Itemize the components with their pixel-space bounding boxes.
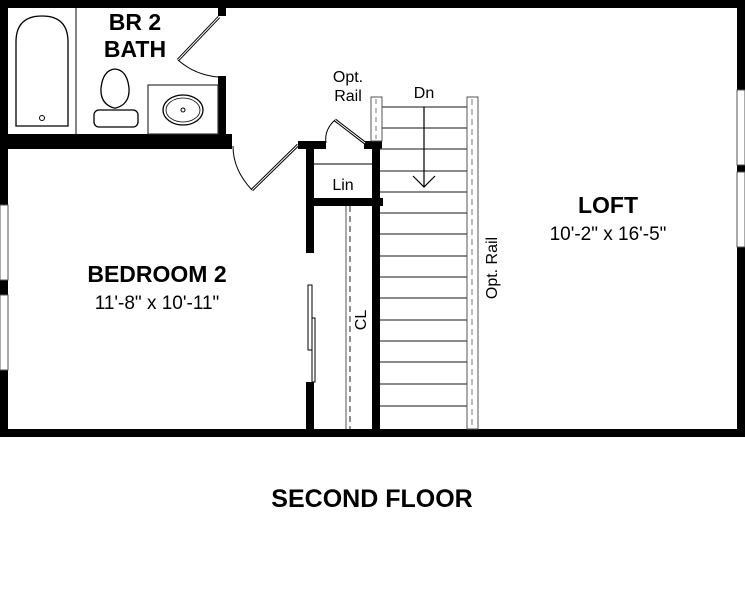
room-label-br2-bath-line1: BR 2 xyxy=(109,9,161,35)
bathroom-walls xyxy=(0,0,232,142)
room-label-br2-bath-line2: BATH xyxy=(104,36,166,62)
toilet-icon xyxy=(93,68,139,128)
room-dimensions-bedroom-2: 11'-8" x 10'-11" xyxy=(95,293,220,314)
room-label-bedroom-2: BEDROOM 2 xyxy=(87,261,226,287)
bedroom-walls xyxy=(0,141,326,437)
opt-rail-top-label-line1: Opt. xyxy=(333,69,363,86)
stairs-down-arrow-icon xyxy=(412,107,436,188)
sink-icon xyxy=(162,94,204,126)
room-label-closet: CL xyxy=(353,310,370,331)
bathtub-icon xyxy=(15,15,69,127)
linen-walls xyxy=(313,141,383,437)
room-label-linen: Lin xyxy=(332,177,353,194)
closet-rod xyxy=(345,206,351,429)
opt-rail-side-label: Opt. Rail xyxy=(484,237,501,299)
floor-title: SECOND FLOOR xyxy=(271,485,472,513)
linen-door[interactable] xyxy=(325,118,366,145)
room-dimensions-loft: 10'-2" x 16'-5" xyxy=(550,224,667,245)
right-windows xyxy=(736,89,745,248)
left-windows xyxy=(0,204,9,371)
closet-sliding-doors[interactable] xyxy=(307,284,316,383)
opt-rail-top-label-line2: Rail xyxy=(334,88,362,105)
room-label-loft: LOFT xyxy=(578,192,638,218)
staircase xyxy=(370,96,479,430)
bath-door[interactable] xyxy=(176,15,221,78)
stairs-direction-label: Dn xyxy=(414,85,434,102)
bedroom-door[interactable] xyxy=(232,143,300,192)
